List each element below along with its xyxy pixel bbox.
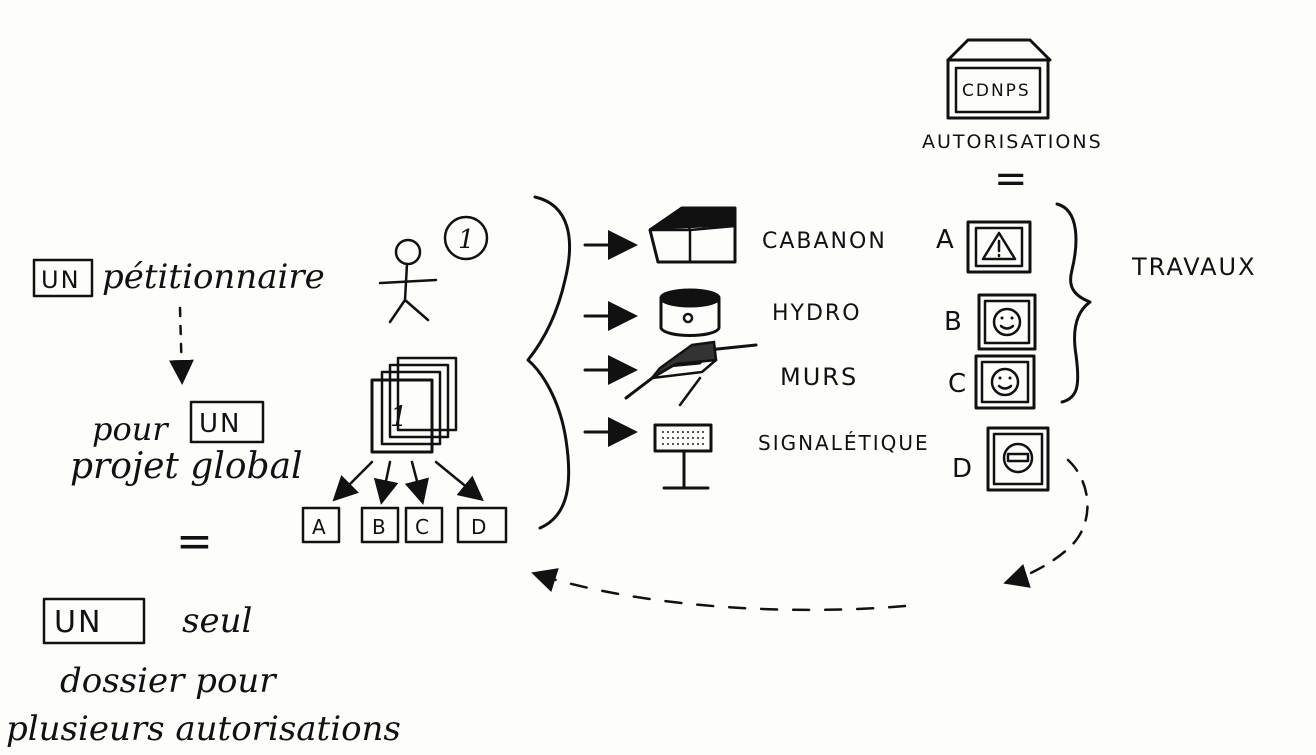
hydro-label: HYDRO <box>772 301 862 326</box>
equals-left: = <box>176 516 215 567</box>
subbox-d-label: D <box>471 515 488 539</box>
dossier-number: 1 <box>390 400 408 433</box>
dossier-arrows <box>332 460 484 505</box>
subbox-b-label: B <box>372 515 388 539</box>
no-entry-icon <box>1002 442 1034 474</box>
pour-text: pour <box>92 410 169 448</box>
building-label: CDNPS <box>962 81 1031 101</box>
dossier-subboxes: A B C D <box>301 506 508 544</box>
status-box-b <box>977 293 1037 351</box>
sign-icon <box>653 423 713 490</box>
un-box-petitioner <box>32 258 94 298</box>
letter-d: D <box>952 454 974 484</box>
dashed-arrow-down <box>168 306 194 385</box>
signaletique-label: SIGNALÉTIQUE <box>758 431 930 455</box>
building-icon <box>946 38 1052 120</box>
left-brace <box>526 195 572 530</box>
subbox-a <box>301 506 341 544</box>
cabin-icon <box>648 206 737 264</box>
murs-label: MURS <box>780 363 858 391</box>
autorisations-label: AUTORISATIONS <box>922 131 1103 153</box>
subbox-b <box>360 506 400 544</box>
single-text-1: seul <box>182 601 252 641</box>
row-arrows <box>583 230 638 447</box>
subbox-c-label: C <box>415 515 431 539</box>
subbox-c <box>404 506 444 544</box>
water-tank-icon <box>659 288 721 337</box>
un-box-single <box>42 597 146 645</box>
letter-c: C <box>948 369 968 399</box>
actor-number-circle <box>443 215 489 261</box>
letter-b: B <box>944 307 964 337</box>
letter-a: A <box>936 225 956 255</box>
status-box-c <box>974 354 1036 410</box>
cabanon-label: CABANON <box>762 229 887 254</box>
subbox-a-label: A <box>312 515 328 539</box>
single-text-3: plusieurs autorisations <box>6 709 401 749</box>
equals-top-right: = <box>994 156 1030 202</box>
status-box-a <box>966 220 1032 274</box>
single-text-2: dossier pour <box>60 661 277 701</box>
project-text: projet global <box>70 446 303 487</box>
travaux-label: TRAVAUX <box>1131 253 1257 281</box>
smiley-icon <box>990 367 1020 397</box>
person-icon <box>378 238 438 324</box>
right-brace <box>1055 202 1092 404</box>
un-box-petitioner-text: UN <box>41 266 81 294</box>
un-box-project-text: UN <box>199 409 241 439</box>
dashed-bottom-arrow <box>531 568 907 612</box>
actor-number: 1 <box>458 225 475 255</box>
un-box-project <box>189 400 265 444</box>
petitioner-text: pétitionnaire <box>102 257 325 297</box>
warning-icon <box>981 231 1017 261</box>
dossier-stack-icon <box>370 356 458 454</box>
wall-icon <box>624 340 758 407</box>
status-box-d <box>986 426 1050 492</box>
un-box-single-text: UN <box>54 605 102 640</box>
smiley-icon <box>992 307 1022 337</box>
dashed-return-arrow <box>1003 458 1089 588</box>
subbox-d <box>456 506 508 544</box>
